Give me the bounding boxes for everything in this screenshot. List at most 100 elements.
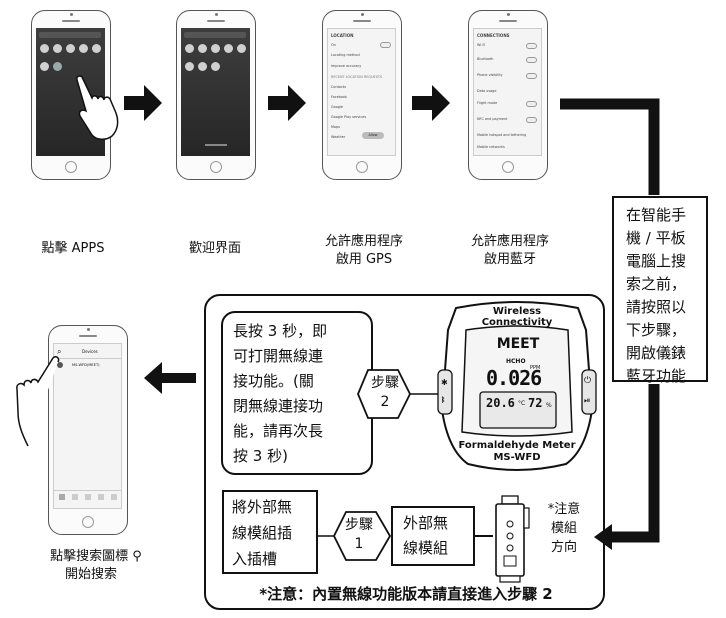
caption-search-1: 點擊搜索圖標 ⚲ [26,548,166,566]
side-note-box: 在智能手 機 / 平板 電腦上搜 索之前， 請按照以 下步驟， 開啟儀錶 藍牙功… [612,196,708,385]
location-row: Facebook [331,95,347,99]
side-note-line: 電腦上搜 [626,252,687,270]
insert-note-line: 入插槽 [232,550,278,568]
side-note-line: 在智能手 [626,206,687,224]
caption-search-text: 點擊搜索圖標 [50,549,129,564]
phone-home-screen [31,10,119,180]
device-entry[interactable]: MS-WFD(MEET) [72,363,100,367]
app-icon[interactable] [40,62,49,71]
side-note-line: 藍牙功能 [626,367,687,385]
attention-line: 模組 [550,521,577,536]
phone-bluetooth-search-screen: ⌕ Devices MS-WFD(MEET) [48,325,128,535]
camera-dot [361,13,364,16]
location-row: Weather [331,135,346,139]
side-note-line: 機 / 平板 [626,229,686,247]
formaldehyde-meter: Wireless Connectivity MEET HCHO PPM 0.02… [436,300,598,472]
meet-app-icon[interactable] [53,62,62,71]
phone-location-screen: LOCATION On Locating method Improve accu… [322,10,402,180]
location-row: Google Play services [331,115,367,119]
step-2-word: 步驟 [371,375,399,391]
connections-row: Wi-Fi [477,43,486,47]
nfc-toggle[interactable] [526,117,537,123]
app-icon[interactable] [198,44,207,53]
wifi-toggle[interactable] [526,43,537,49]
location-row: On [331,43,336,47]
camera-dot [70,13,73,16]
long-press-line: 長按 3 秒，即 [233,322,328,340]
bluetooth-toggle[interactable] [526,57,537,63]
caption-allow-bt-2: 啟用藍牙 [483,252,536,267]
meter-model: MS-WFD [493,452,541,463]
tab-icon[interactable] [72,494,78,500]
tab-icon[interactable] [85,494,91,500]
temperature-reading: 20.6 [486,396,515,410]
app-icon[interactable] [92,44,101,53]
tab-icon[interactable] [111,494,117,500]
app-icon[interactable] [211,62,220,71]
location-toggle[interactable] [380,42,391,48]
app-icon[interactable] [237,44,246,53]
step-1-word: 步驟 [345,517,373,533]
device-search-screen: ⌕ Devices MS-WFD(MEET) [53,343,122,509]
wireless-button-icon[interactable]: ✱ [441,378,448,387]
arrow-right-icon [412,85,450,121]
camera-dot [215,13,218,16]
long-press-line: 按 3 秒) [233,447,288,465]
app-icon[interactable] [53,44,62,53]
external-module-box: 外部無 線模組 [391,506,475,566]
app-icon[interactable] [185,62,194,71]
flight-mode-toggle[interactable] [526,101,537,107]
wireless-module-icon [495,495,530,583]
tab-icon[interactable] [98,494,104,500]
connections-row: Bluetooth [477,57,494,61]
transmit-button-icon[interactable]: ᛒ [441,396,446,404]
home-button [502,161,514,173]
home-button [210,161,222,173]
long-press-line: 可打開無線連 [233,347,324,365]
search-icon[interactable]: ⌕ [57,347,62,356]
arrow-right-icon [268,85,306,121]
arrow-right-icon [124,85,162,121]
connections-row: Data usage [477,89,497,93]
app-icon[interactable] [224,44,233,53]
wireless-line-1: Wireless [492,306,542,317]
location-row: Locating method [331,53,360,57]
location-row: RECENT LOCATION REQUESTS [331,75,383,79]
app-icon[interactable] [211,44,220,53]
visibility-toggle[interactable] [526,73,537,79]
connections-row: Phone visibility [477,73,503,77]
divider [54,358,121,359]
temperature-unit: °C [518,400,526,407]
speaker-slot [353,20,371,22]
caption-search-2: 開始搜索 [64,567,117,582]
play-pause-button-icon[interactable]: ⏯ [584,396,591,405]
app-icon[interactable] [185,44,194,53]
module-label-line: 線模組 [403,539,449,557]
app-icon[interactable] [40,44,49,53]
wireless-line-2: Connectivity [481,317,553,328]
app-icon[interactable] [66,44,75,53]
hand-tap-icon [16,356,60,447]
attention-note: *注意 模組 方向 [540,500,588,557]
module-label-line: 外部無 [403,514,449,532]
search-bar [184,32,246,38]
power-button-icon[interactable]: ⏻ [584,376,592,386]
app-icon[interactable] [79,44,88,53]
app-icon[interactable] [198,62,207,71]
allow-button[interactable]: Allow [362,132,384,139]
side-note-line: 下步驟， [626,321,687,339]
home-button [65,161,77,173]
home-button [82,516,94,528]
welcome-screen [181,28,250,156]
footer-note: *注意：內置無線功能版本請直接進入步驟 2 [259,585,553,603]
meter-name: Formaldehyde Meter [458,440,576,451]
phone-welcome-screen [176,10,256,180]
humidity-reading: 72 [528,396,543,410]
side-note-line: 索之前， [626,275,687,293]
connections-row: Mobile networks [477,145,505,149]
tab-icon[interactable] [59,494,65,500]
side-note-line: 請按照以 [626,298,687,316]
attention-line: *注意 [547,502,581,517]
module-pointer-line [475,535,493,537]
